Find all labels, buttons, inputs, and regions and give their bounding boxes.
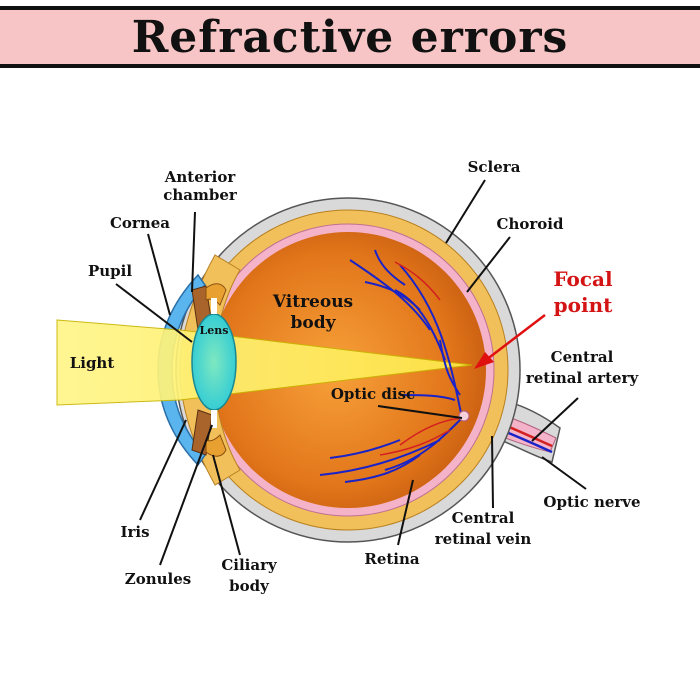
label-central-vein-1: Central bbox=[452, 509, 515, 527]
label-anterior-chamber-1: Anterior bbox=[164, 168, 237, 186]
label-vitreous-1: Vitreous bbox=[272, 292, 353, 312]
label-choroid: Choroid bbox=[497, 215, 564, 233]
label-zonules: Zonules bbox=[125, 570, 191, 588]
label-central-artery-2: retinal artery bbox=[526, 369, 640, 387]
label-anterior-chamber-2: chamber bbox=[163, 186, 238, 204]
leader-anterior-chamber bbox=[191, 211, 196, 293]
label-iris: Iris bbox=[120, 523, 149, 541]
label-central-vein-2: retinal vein bbox=[435, 530, 532, 548]
label-central-artery-1: Central bbox=[551, 348, 614, 366]
leader-central-artery bbox=[531, 397, 579, 442]
page-title: Refractive errors bbox=[131, 11, 569, 63]
focal-point-arrow bbox=[485, 314, 546, 361]
leader-ciliary bbox=[212, 454, 241, 556]
focal-point-arrowhead bbox=[474, 352, 494, 369]
label-lens: Lens bbox=[200, 324, 229, 337]
leader-cornea bbox=[147, 233, 171, 316]
leader-sclera bbox=[445, 179, 486, 244]
retinal-arteries bbox=[379, 261, 463, 456]
label-optic-disc: Optic disc bbox=[331, 385, 415, 403]
ciliary-body-upper bbox=[205, 283, 227, 306]
label-vitreous-2: body bbox=[291, 313, 337, 333]
label-retina: Retina bbox=[364, 550, 420, 568]
leader-retina bbox=[397, 479, 414, 546]
title-bar: Refractive errors bbox=[0, 6, 700, 68]
label-sclera: Sclera bbox=[468, 158, 521, 176]
label-light: Light bbox=[70, 354, 115, 372]
label-ciliary-1: Ciliary bbox=[221, 556, 278, 574]
leader-optic-nerve bbox=[541, 456, 587, 490]
light-beam bbox=[56, 319, 473, 406]
leader-choroid bbox=[466, 236, 511, 293]
leader-iris bbox=[139, 419, 187, 521]
leader-pupil bbox=[115, 283, 193, 343]
leader-zonules bbox=[159, 424, 213, 566]
label-focal-2: point bbox=[554, 293, 613, 317]
label-focal-1: Focal bbox=[553, 267, 613, 291]
label-ciliary-2: body bbox=[229, 577, 270, 595]
optic-disc bbox=[458, 410, 470, 422]
label-cornea: Cornea bbox=[110, 214, 170, 232]
label-optic-nerve: Optic nerve bbox=[543, 493, 640, 511]
leader-central-vein bbox=[491, 435, 494, 509]
retinal-vessels bbox=[319, 249, 463, 483]
label-pupil: Pupil bbox=[88, 262, 132, 280]
leader-optic-disc bbox=[377, 405, 463, 419]
